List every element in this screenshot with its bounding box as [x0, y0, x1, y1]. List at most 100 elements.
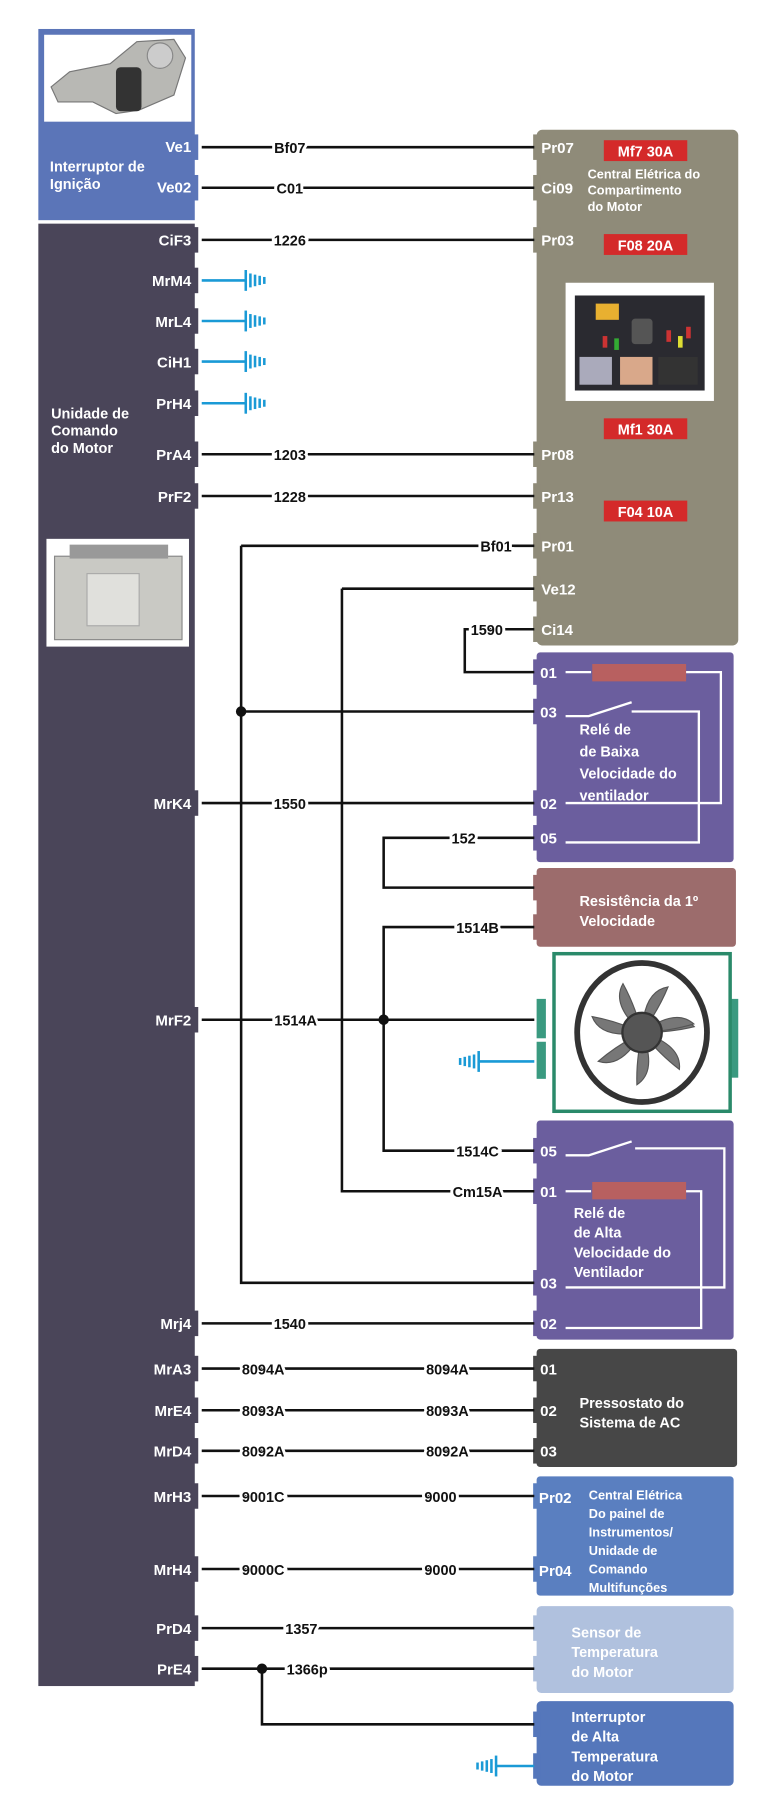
pin-label: Pr08 — [541, 447, 574, 464]
ground-icon — [201, 392, 266, 414]
high-relay-label-line: Velocidade do — [574, 1245, 671, 1261]
pin-label: CiH1 — [157, 354, 191, 371]
pin-label: 05 — [540, 831, 557, 848]
pin-label: PrD4 — [156, 1621, 192, 1638]
pin-label: 05 — [540, 1143, 557, 1160]
low-speed-relay-box — [536, 652, 734, 863]
high-relay-label-line: Relé de — [574, 1206, 625, 1222]
wire — [382, 836, 535, 889]
connector-tab — [191, 1556, 199, 1582]
pin-label: 02 — [540, 796, 557, 813]
pin-label: MrH3 — [154, 1489, 192, 1506]
fuse-label: Mf1 30A — [618, 423, 674, 439]
connector-tab — [191, 1655, 199, 1682]
fuse-label: F08 20A — [618, 238, 674, 254]
wire-label: 8093A — [242, 1404, 285, 1420]
instrument-panel-box — [536, 1476, 734, 1596]
wire-label: 8094A — [426, 1362, 469, 1378]
pin-label: MrK4 — [154, 796, 192, 813]
pin-label: 03 — [540, 1276, 557, 1293]
pin-label: 01 — [540, 665, 557, 682]
wire — [239, 545, 535, 1285]
connector-tab — [533, 1483, 541, 1509]
connector-tab — [533, 874, 541, 901]
pin-label: Ve12 — [541, 581, 575, 598]
pressostat-label-line: Sistema de AC — [579, 1416, 680, 1432]
wire — [463, 627, 535, 674]
temp-switch-label-line: de Alta — [571, 1730, 620, 1746]
temp-switch-label-line: Temperatura — [571, 1749, 659, 1765]
fan-shroud — [574, 960, 710, 1105]
pin-label: 01 — [540, 1184, 557, 1201]
fuse-badge — [603, 234, 688, 255]
connector-tab — [191, 308, 199, 334]
pin-label: Pr03 — [541, 233, 574, 250]
wire-label: 1357 — [285, 1622, 317, 1638]
connector-tab — [533, 1397, 541, 1424]
high-speed-relay-box — [536, 1120, 734, 1340]
pin-label: 03 — [540, 1444, 557, 1461]
wire-label: 1228 — [274, 490, 306, 506]
ground-icon — [201, 351, 266, 372]
connector-tab — [533, 174, 541, 201]
connector-tab — [191, 1438, 199, 1464]
wire-label: 9001C — [242, 1490, 285, 1506]
wire-label: 8094A — [242, 1362, 285, 1378]
central-label-line: Compartimento — [588, 183, 682, 198]
connector-tab — [191, 267, 199, 294]
fuse-box-connector — [579, 356, 612, 385]
wire-label: 9000 — [424, 1490, 456, 1506]
resistor-label-line: Velocidade — [579, 914, 655, 930]
pin-label: Pr01 — [541, 539, 574, 556]
connector-tab — [533, 1556, 541, 1582]
pin-label: Pr04 — [539, 1563, 572, 1580]
connector-tab — [533, 914, 541, 940]
wire-label: 1226 — [274, 234, 306, 250]
wire-label: 1514B — [456, 921, 499, 937]
connector-tab — [191, 1006, 199, 1033]
connector-tab — [533, 616, 541, 642]
pin-label: Ve1 — [165, 139, 191, 156]
wire-label: 1366p — [287, 1662, 328, 1678]
ignition-label-line: Interruptor de — [50, 160, 145, 176]
fuse-label: Mf7 30A — [618, 144, 674, 160]
junction-dot — [378, 1014, 389, 1025]
wire-label: 1514A — [274, 1014, 317, 1030]
ignition-switch-photo — [44, 34, 192, 122]
fuse-badge — [603, 500, 688, 522]
low-relay-label-line: Relé de — [579, 723, 630, 739]
fuse — [677, 336, 683, 348]
pin-label: 02 — [540, 1403, 557, 1420]
relay-switch-icon — [565, 1140, 632, 1157]
wire-label: C01 — [277, 182, 304, 198]
temp-sensor-label-line: Temperatura — [571, 1645, 659, 1661]
panel-label-line: Instrumentos/ — [589, 1525, 674, 1540]
fuse-box-relay — [595, 303, 619, 320]
fuse — [602, 336, 608, 348]
pin-label: CiF3 — [159, 233, 192, 250]
panel-label-line: Central Elétrica — [589, 1487, 683, 1502]
connector-tab — [533, 1711, 541, 1738]
temp-sensor-label-line: do Motor — [571, 1665, 633, 1681]
wire-label: 9000 — [424, 1563, 456, 1579]
connector-tab — [191, 390, 199, 417]
ignition-label-line: Ignição — [50, 177, 101, 193]
ground-icon — [201, 270, 266, 291]
pin-label: PrF2 — [158, 489, 191, 506]
ecu-connector — [69, 544, 169, 559]
connector-tab — [191, 1310, 199, 1337]
connector-tab — [191, 348, 199, 375]
ecu-label-line: do Motor — [51, 441, 113, 457]
wire — [260, 1668, 535, 1726]
pin-label: 01 — [540, 1361, 557, 1378]
fuse — [614, 338, 619, 350]
pin-label: Pr07 — [541, 140, 574, 157]
connector-tab — [191, 483, 199, 509]
connector-tab — [533, 1355, 541, 1382]
fan-connector-tab — [728, 998, 739, 1078]
pin-label: 02 — [540, 1316, 557, 1333]
temp-switch-label-line: Interruptor — [571, 1710, 645, 1726]
fuse-box-connector — [620, 356, 653, 385]
fuse-badge — [603, 418, 688, 440]
